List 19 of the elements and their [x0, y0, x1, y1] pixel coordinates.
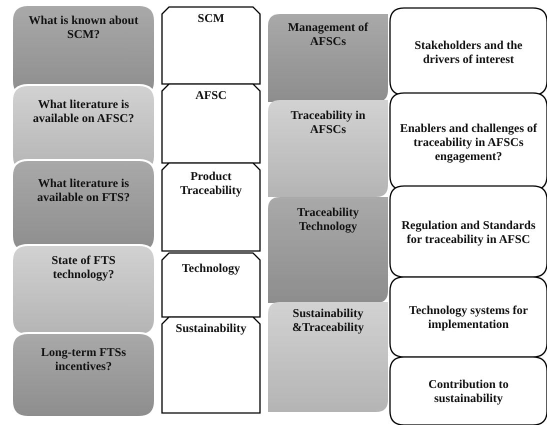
topic-label: Product Traceability	[179, 169, 243, 197]
theme-label: Management of AFSCs	[286, 20, 370, 48]
question-text: Long-term FTSs incentives?	[40, 345, 127, 373]
topic-label: SCM	[196, 11, 226, 25]
finding-text: Regulation and Standards for traceability in AFSC	[400, 218, 537, 246]
question-text: What is known about SCM?	[28, 13, 140, 41]
question-text: State of FTS technology?	[50, 253, 116, 281]
finding-text: Stakeholders and the drivers of interest	[413, 38, 524, 66]
finding-text: Contribution to sustainability	[427, 377, 510, 405]
finding-text: Enablers and challenges of traceability in AFSCs engagement?	[398, 120, 538, 162]
topic-label: Sustainability	[174, 321, 248, 335]
finding-text: Technology systems for implementation	[408, 303, 529, 331]
topic-label: AFSC	[194, 88, 228, 102]
question-text: What literature is available on AFSC?	[32, 97, 136, 125]
theme-label: Traceability Technology	[296, 205, 360, 233]
question-text: What literature is available on FTS?	[36, 176, 131, 204]
theme-label: Sustainability &Traceability	[291, 306, 365, 334]
theme-label: Traceability in AFSCs	[290, 108, 366, 136]
topic-label: Technology	[180, 261, 242, 275]
